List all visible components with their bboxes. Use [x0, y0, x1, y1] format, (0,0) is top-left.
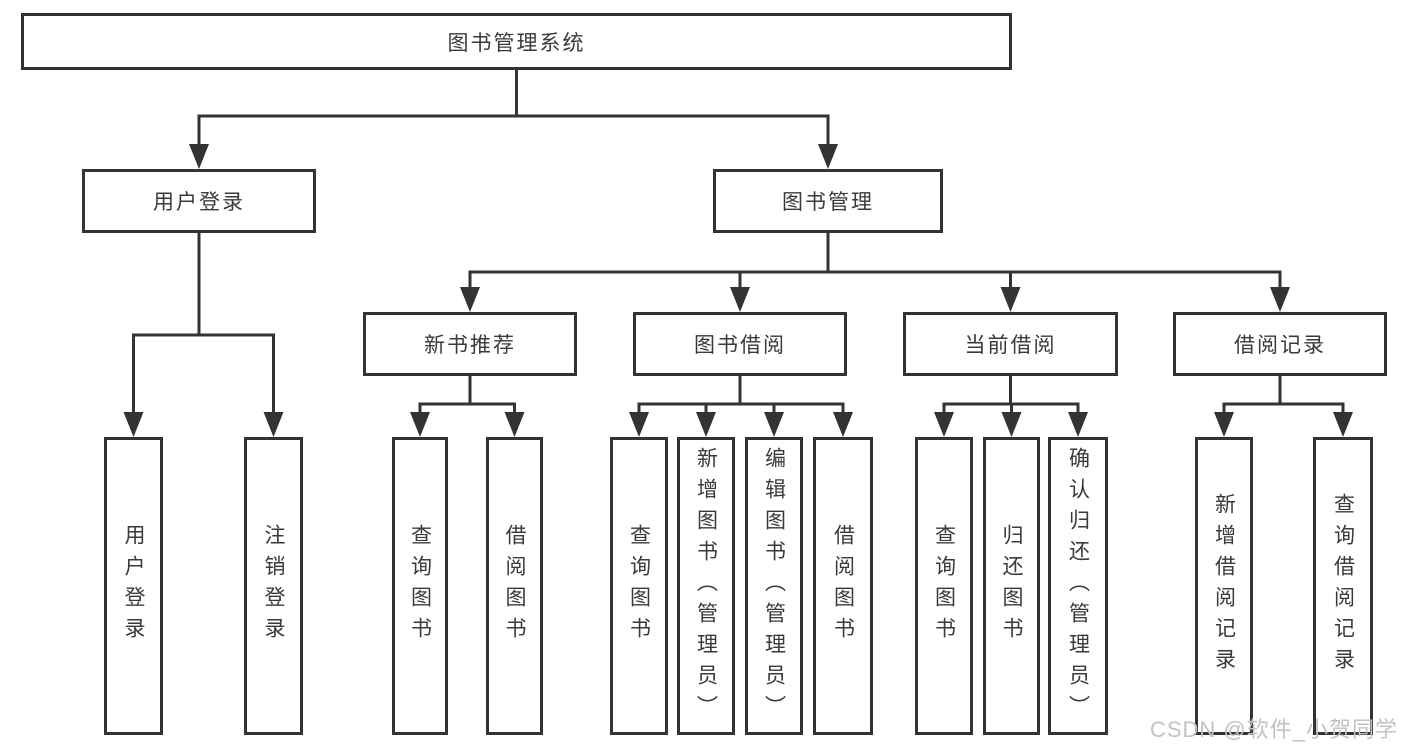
leaf-query-books-current: 查询图书 [915, 437, 973, 735]
leaf-confirm-return-admin: 确认归还（管理员） [1048, 437, 1108, 735]
leaf-edit-books-admin: 编辑图书（管理员） [745, 437, 803, 735]
node-user-login: 用户登录 [82, 169, 316, 233]
node-label: 查询图书 [627, 524, 651, 648]
node-label: 借阅图书 [831, 524, 855, 648]
node-label: 确认归还（管理员） [1066, 446, 1090, 726]
node-book-borrow: 图书借阅 [633, 312, 847, 376]
leaf-query-borrow-record: 查询借阅记录 [1313, 437, 1373, 735]
leaf-add-borrow-record: 新增借阅记录 [1195, 437, 1253, 735]
node-label: 查询借阅记录 [1331, 493, 1355, 679]
leaf-borrow-books-recommend: 借阅图书 [486, 437, 543, 735]
node-system-root: 图书管理系统 [21, 13, 1012, 70]
node-new-book-recommend: 新书推荐 [363, 312, 577, 376]
arrowheads [123, 144, 1353, 437]
leaf-query-books-recommend: 查询图书 [392, 437, 448, 735]
node-label: 借阅图书 [503, 524, 526, 648]
leaf-borrow-books: 借阅图书 [813, 437, 873, 735]
leaf-logout: 注销登录 [244, 437, 303, 735]
csdn-watermark: CSDN @软件_小贺同学 [1149, 717, 1398, 742]
node-label: 新增借阅记录 [1212, 493, 1236, 679]
leaf-return-books: 归还图书 [983, 437, 1040, 735]
node-label: 用户登录 [122, 524, 145, 648]
node-book-management: 图书管理 [713, 169, 943, 233]
node-label: 查询图书 [932, 524, 956, 648]
node-borrow-records: 借阅记录 [1173, 312, 1387, 376]
node-label: 查询图书 [408, 524, 432, 648]
leaf-add-books-admin: 新增图书（管理员） [677, 437, 735, 735]
node-label: 注销登录 [262, 524, 285, 648]
node-label: 编辑图书（管理员） [762, 446, 786, 726]
leaf-user-login: 用户登录 [104, 437, 163, 735]
leaf-query-books-borrow: 查询图书 [610, 437, 668, 735]
node-label: 新增图书（管理员） [694, 446, 718, 726]
node-current-borrow: 当前借阅 [903, 312, 1118, 376]
node-label: 归还图书 [1000, 524, 1023, 648]
